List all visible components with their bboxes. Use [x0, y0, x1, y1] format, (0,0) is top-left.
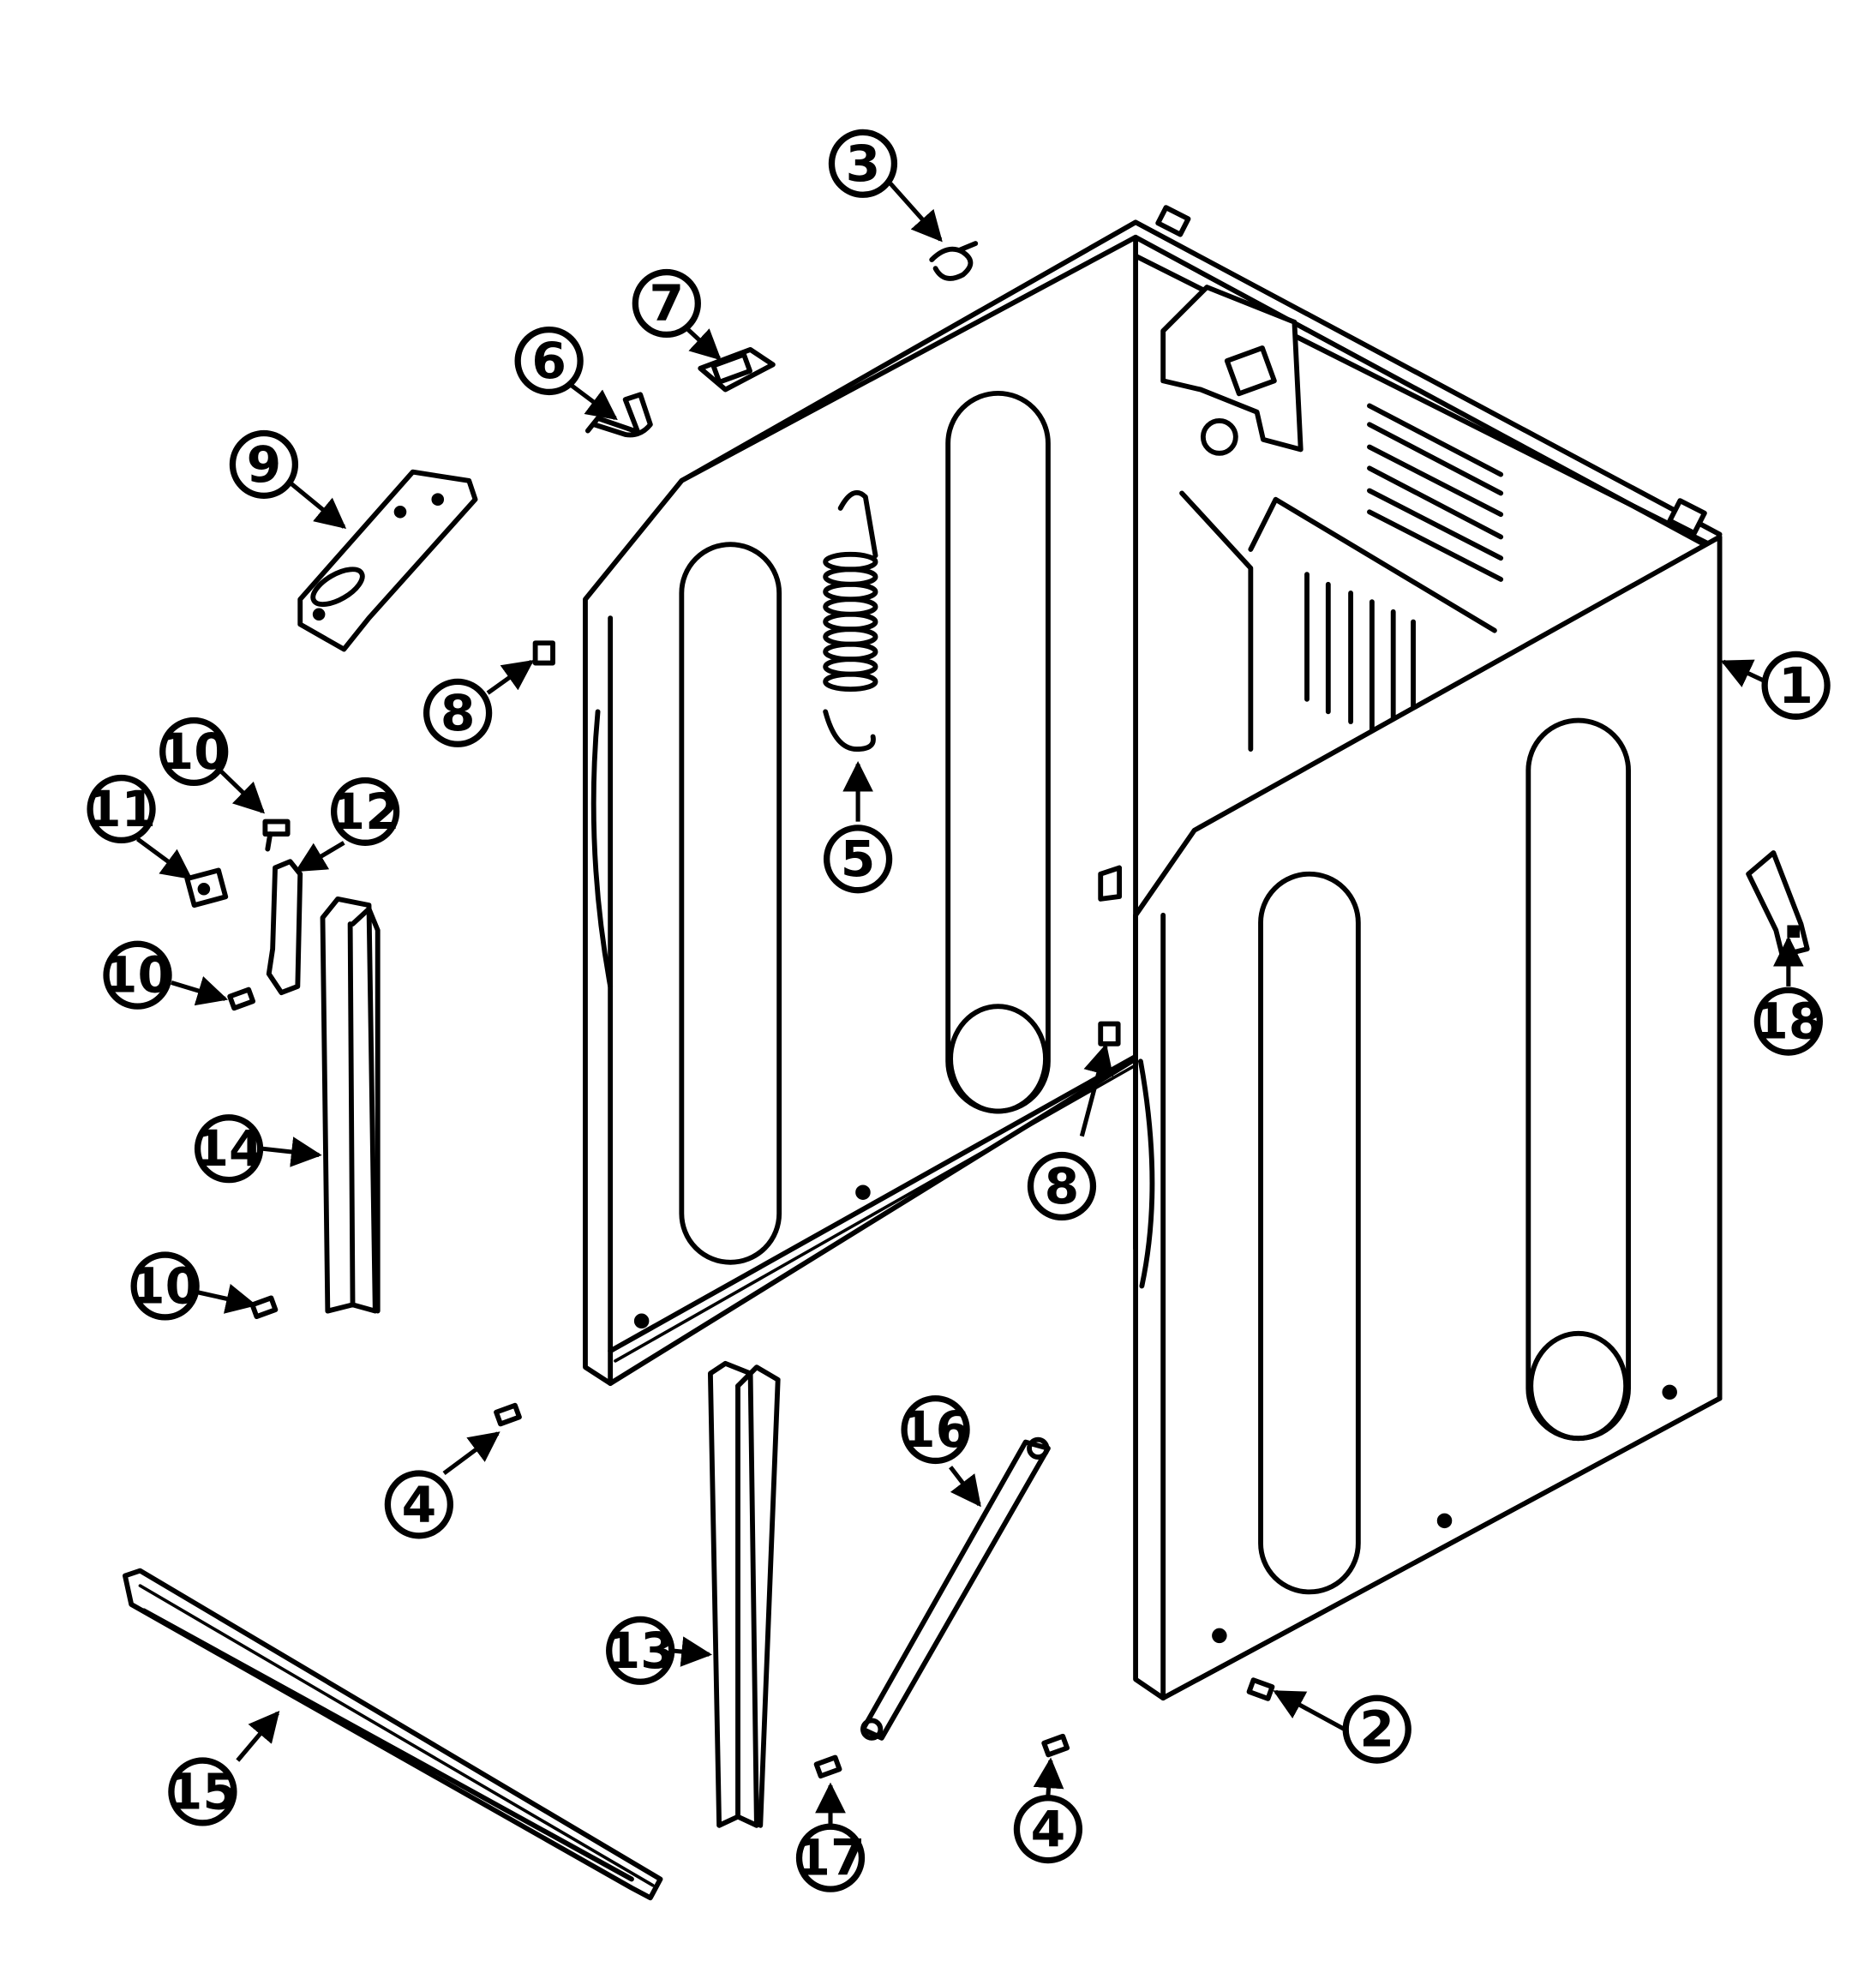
callout-1: 1 — [1761, 651, 1831, 720]
leveling-foot — [1746, 850, 1810, 958]
leader-lines — [136, 182, 1804, 1827]
svg-text:8: 8 — [1045, 1157, 1080, 1215]
screw — [1246, 1677, 1275, 1701]
svg-text:4: 4 — [402, 1475, 437, 1533]
door-switch — [698, 346, 776, 393]
mounting-bracket — [297, 469, 478, 652]
toe-kick-rail — [123, 1568, 663, 1901]
support-strap — [860, 1436, 1051, 1741]
callout-17: 17 — [795, 1823, 866, 1892]
svg-text:15: 15 — [168, 1763, 237, 1821]
vent-louvers — [1367, 403, 1504, 582]
panel-clip-upper — [532, 640, 555, 666]
hinge-wire — [584, 392, 653, 438]
svg-text:4: 4 — [1031, 1800, 1066, 1858]
svg-text:11: 11 — [87, 780, 156, 838]
panel-clip-mid — [1098, 865, 1123, 902]
callout-7: 7 — [632, 268, 701, 339]
callout-15: 15 — [168, 1757, 237, 1826]
right-front-rail — [707, 1360, 781, 1828]
callout-13: 13 — [606, 1616, 675, 1685]
screw — [813, 1754, 842, 1779]
callout-3: 3 — [828, 129, 898, 198]
callout-6: 6 — [514, 326, 584, 396]
callout-10-top: 10 — [159, 717, 229, 787]
screw — [262, 819, 291, 852]
screw — [227, 987, 256, 1011]
svg-text:1: 1 — [1778, 657, 1813, 715]
hinge-plate — [266, 859, 303, 996]
svg-text:10: 10 — [159, 723, 229, 781]
callout-4-upper: 4 — [384, 1470, 454, 1539]
nut-clip — [184, 867, 229, 909]
left-front-rail — [320, 896, 381, 1314]
screw — [249, 1295, 279, 1319]
callout-10-bottom: 10 — [130, 1251, 200, 1321]
callout-11: 11 — [87, 774, 156, 844]
callout-5: 5 — [823, 825, 893, 894]
screw — [494, 1402, 522, 1427]
callout-14: 14 — [194, 1114, 264, 1184]
callout-9: 9 — [229, 429, 299, 499]
svg-text:14: 14 — [194, 1119, 263, 1178]
callout-8-upper: 8 — [423, 678, 493, 747]
wire-clip — [929, 241, 979, 281]
svg-text:8: 8 — [441, 684, 476, 742]
tension-spring — [823, 489, 878, 752]
svg-text:6: 6 — [531, 332, 566, 390]
svg-text:17: 17 — [795, 1829, 865, 1887]
svg-text:2: 2 — [1359, 1700, 1394, 1759]
svg-text:10: 10 — [103, 946, 172, 1004]
callout-10-mid: 10 — [103, 940, 172, 1010]
svg-text:12: 12 — [331, 783, 400, 841]
vent-slots — [1304, 572, 1416, 742]
svg-text:5: 5 — [841, 830, 876, 888]
svg-text:7: 7 — [650, 274, 685, 333]
screw — [1041, 1733, 1070, 1758]
svg-text:16: 16 — [901, 1400, 970, 1459]
callout-2: 2 — [1342, 1694, 1411, 1764]
cabinet — [583, 205, 1723, 1701]
callout-12: 12 — [331, 777, 400, 846]
panel-clip-lower — [1098, 1021, 1121, 1046]
callout-16: 16 — [901, 1394, 970, 1465]
svg-text:3: 3 — [846, 135, 881, 193]
callout-8-lower: 8 — [1027, 1151, 1097, 1221]
callout-4-lower: 4 — [1013, 1795, 1083, 1864]
callout-18: 18 — [1753, 987, 1823, 1056]
svg-text:10: 10 — [130, 1257, 200, 1316]
svg-text:13: 13 — [606, 1622, 675, 1680]
svg-text:18: 18 — [1753, 992, 1823, 1051]
svg-text:9: 9 — [247, 435, 282, 494]
